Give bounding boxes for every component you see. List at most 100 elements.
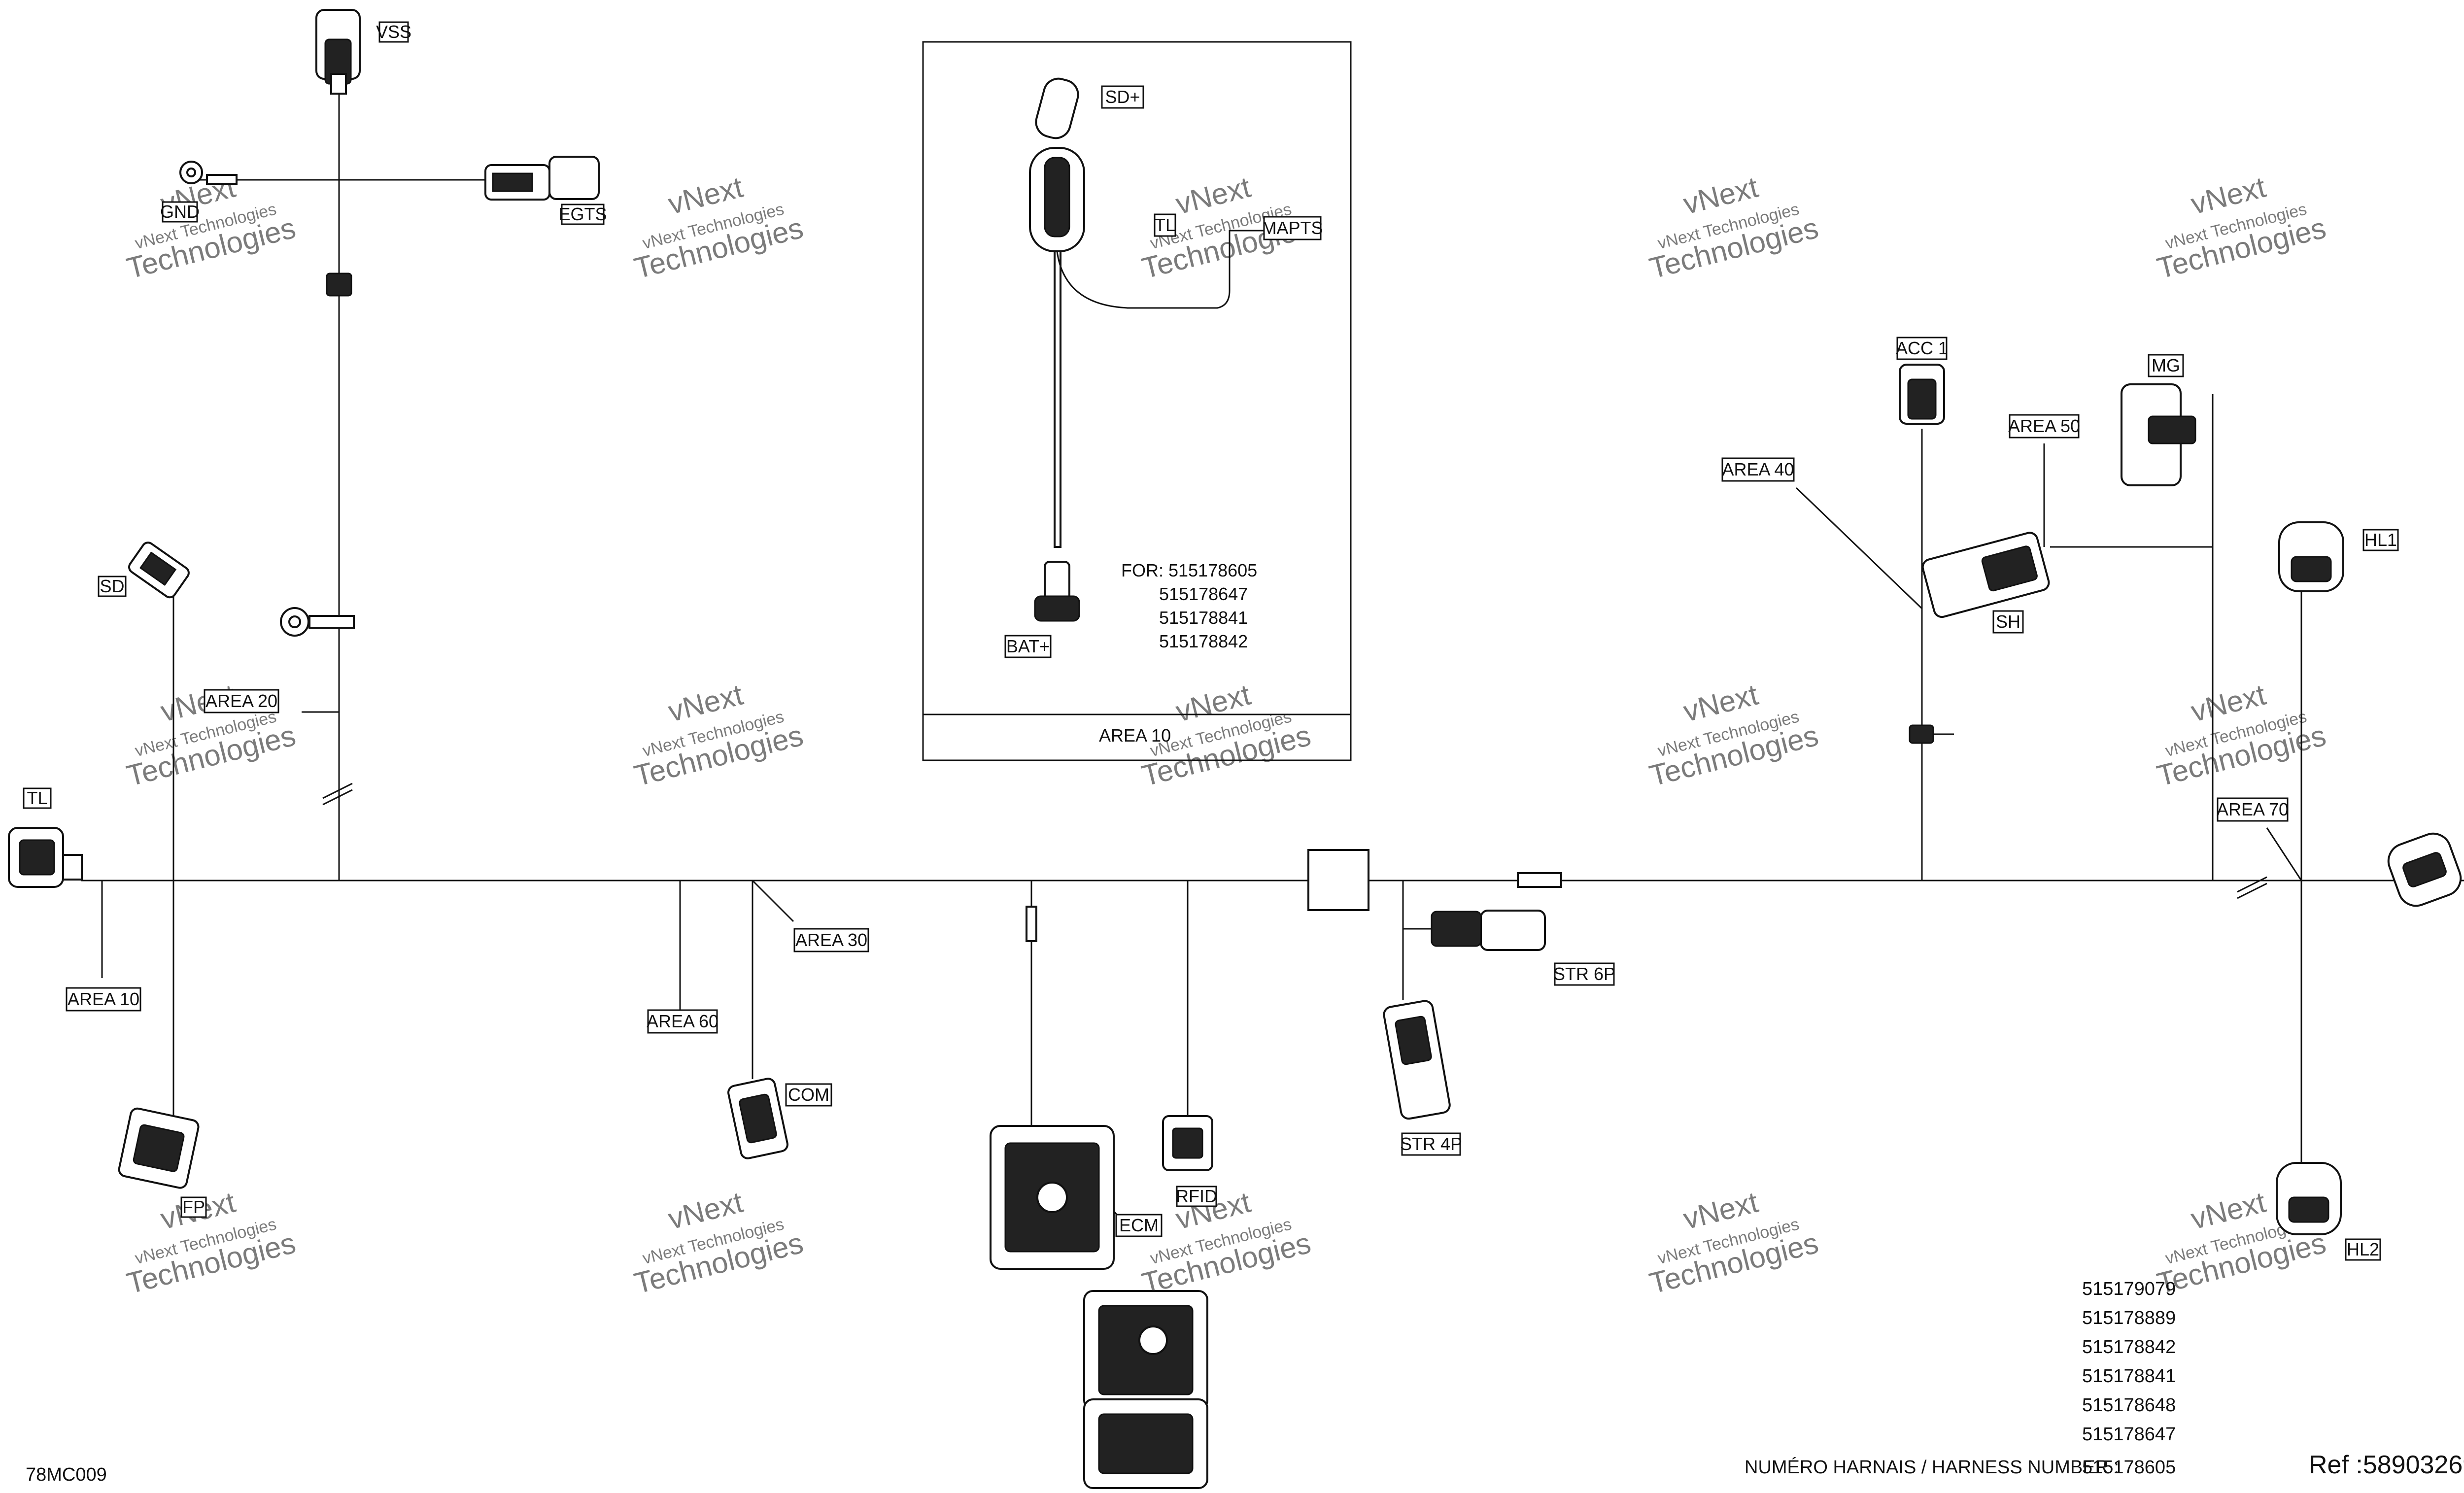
label-hl2: HL2 [2345,1238,2381,1261]
label-fp: FP [180,1196,207,1218]
harness-number-label: NUMÉRO HARNAIS / HARNESS NUMBER : [1745,1457,2119,1478]
mg-connector [2121,383,2196,486]
label-text-hl2: HL2 [2347,1239,2379,1259]
label-text-hl1: HL1 [2364,530,2397,550]
harness-number-5: 515178648 [2082,1395,2176,1416]
label-rfid: RFID [1176,1186,1217,1207]
label-text-area40: AREA 40 [1722,459,1794,479]
label-area30: AREA 30 [793,928,869,952]
harness-number-4: 515178841 [2082,1366,2176,1387]
label-text-ecm: ECM [1119,1215,1159,1235]
com-connector [727,1078,788,1159]
vss-connector [315,9,361,95]
inset-for-line-2: 515178647 [1159,584,1248,604]
label-text-area10: AREA 10 [68,989,139,1009]
label-area20: AREA 20 [204,689,279,713]
diagram-id: 78MC009 [26,1464,107,1485]
label-mg: MG [2148,354,2184,377]
label-egts: EGTS [558,204,607,225]
label-text-vss: VSS [376,22,411,42]
label-gnd: GND [160,201,200,223]
label-text-area20: AREA 20 [205,691,277,711]
fp-connector [118,1107,200,1189]
label-text-batplus: BAT+ [1006,636,1050,656]
gnd-ring-terminal [179,161,238,185]
label-hl1: HL1 [2362,529,2399,551]
harness-number-7: 515178605 [2082,1457,2176,1478]
hl1-connector [2278,521,2344,592]
label-str6p: STR 6P [1553,962,1615,986]
inset-for-line-1: FOR: 515178605 [1121,560,1257,580]
label-area70: AREA 70 [2217,797,2289,822]
mapts-connector [2387,832,2462,907]
label-vss: VSS [376,21,411,43]
ring-terminal [280,607,355,637]
harness-number-1: 515179079 [2082,1279,2176,1299]
harness-number-2: 515178889 [2082,1308,2176,1328]
rfid-connector [1162,1115,1213,1171]
ecm-connector-upper [990,1125,1115,1270]
label-text-gnd: GND [160,202,200,222]
label-sh: SH [1992,610,2024,634]
label-batplus: BAT+ [1004,635,1052,658]
label-text-tl: TL [27,788,47,808]
label-text-acc1: ACC 1 [1896,338,1948,358]
label-str4p: STR 4P [1400,1132,1462,1156]
label-area50: AREA 50 [2008,414,2080,439]
sh-connector [1921,532,2050,618]
label-text-sd: SD [100,576,124,596]
ecm-connector-lower [1083,1290,1208,1489]
str4p-connector [1383,1000,1451,1120]
inset-for-line-3: 515178841 [1159,608,1248,628]
acc1-connector [1899,364,1945,425]
label-text-sh: SH [1996,611,2020,632]
label-tl: TL [23,787,52,809]
harness-number-6: 515178647 [2082,1424,2176,1445]
reference-number: Ref :589032690 [2309,1451,2464,1479]
connector-graphics [8,9,2462,1489]
label-text-tl-inset: TL [1155,215,1175,235]
label-acc1: ACC 1 [1896,337,1948,360]
harness-wires [81,89,2464,1235]
label-area10: AREA 10 [66,987,141,1012]
label-area60: AREA 60 [647,1009,719,1034]
label-tl-inset: TL [1154,213,1176,237]
ignition-key [1029,77,1085,548]
connector-labels: VSS GND EGTS SD AREA 20 TL AREA 10 FP AREA 60 ARE… [23,21,2399,1261]
label-text-mapts-inset: MAPTS [1262,218,1323,238]
str6p-connector [1431,910,1546,951]
label-text-com: COM [788,1085,829,1105]
label-text-area70: AREA 70 [2217,799,2289,819]
harness-number-3: 515178842 [2082,1337,2176,1357]
label-sd: SD [98,576,127,597]
label-mapts-inset: MAPTS [1262,216,1323,240]
label-text-mg: MG [2152,355,2180,375]
hl2-connector [2276,1162,2342,1235]
label-text-rfid: RFID [1176,1186,1217,1206]
inset-area-label: AREA 10 [1099,725,1171,746]
label-com: COM [785,1083,832,1107]
label-text-area60: AREA 60 [647,1011,719,1031]
label-text-str6p: STR 6P [1553,964,1615,984]
harness-number-table: 515179079 515178889 515178842 515178841 … [1745,1279,2176,1478]
label-text-str4p: STR 4P [1400,1134,1462,1154]
label-text-sdplus: SD+ [1105,87,1140,107]
egts-connector [484,156,600,201]
batplus-terminal [1034,561,1080,622]
inset-area-10: AREA 10 FOR: 515178605 515178647 5151788… [922,41,1352,761]
label-ecm: ECM [1115,1214,1163,1237]
label-text-area30: AREA 30 [795,930,867,950]
tl-connector [8,827,83,888]
inset-for-line-4: 515178842 [1159,631,1248,651]
sd-connector [128,542,190,599]
